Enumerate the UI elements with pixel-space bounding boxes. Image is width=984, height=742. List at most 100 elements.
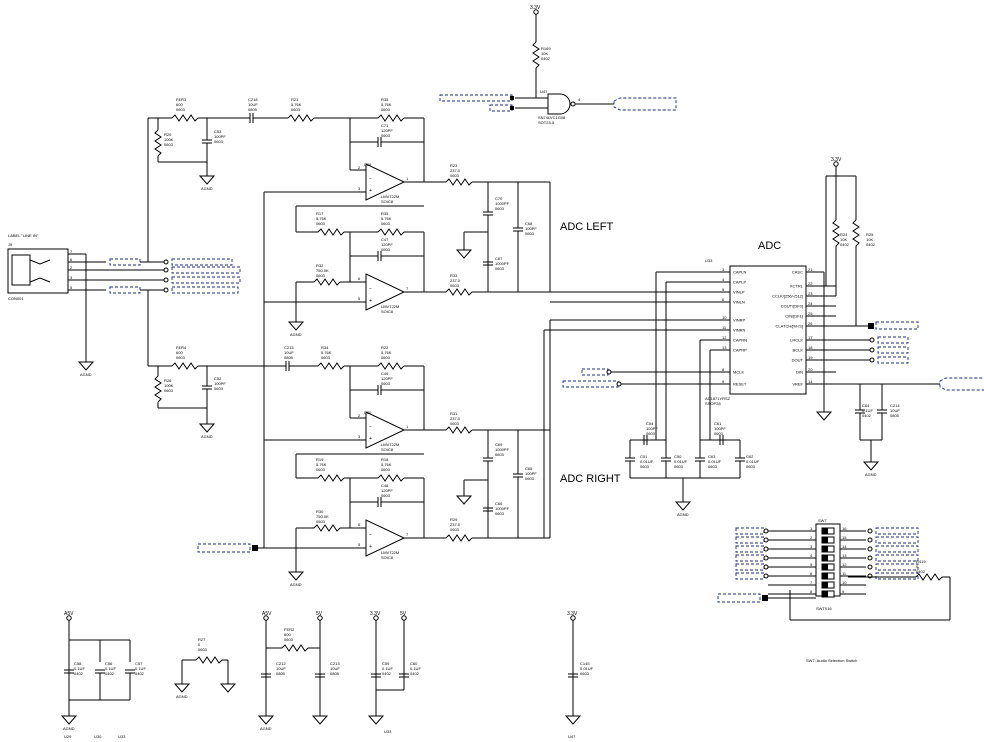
sw7-net-right: [875, 572, 919, 580]
svg-text:U33: U33: [384, 729, 392, 734]
svg-text:0603: 0603: [714, 431, 724, 436]
svg-text:100PF: 100PF: [525, 471, 537, 476]
svg-text:0603: 0603: [176, 107, 186, 112]
sw7-pin-num: 9: [842, 589, 845, 594]
svg-text:120PF: 120PF: [381, 376, 393, 381]
svg-text:+: +: [369, 436, 372, 442]
svg-text:100PF: 100PF: [714, 426, 726, 431]
svg-text:5.76K: 5.76K: [381, 216, 392, 221]
svg-text:+: +: [369, 298, 372, 304]
sw7-toggle-knob: [822, 582, 828, 588]
adc-left-title: ADC LEFT: [560, 221, 613, 233]
svg-text:1000PF: 1000PF: [495, 447, 510, 452]
adc-chip-body: [729, 265, 807, 395]
svg-text:U30: U30: [364, 410, 372, 415]
sw7-net-left: [735, 563, 765, 571]
svg-text:R35: R35: [381, 97, 389, 102]
adc-pin-xctrl: XCTRL: [790, 284, 804, 289]
svg-text:0: 0: [916, 564, 919, 569]
opamp-u29b: R17 5.76K 0603 R35 5.76K 0603 C47 120PF …: [264, 205, 550, 337]
sw7-caption: SW7: Audio Selection Switch: [806, 658, 857, 663]
svg-text:AGND: AGND: [290, 332, 302, 337]
svg-text:0603: 0603: [321, 355, 331, 360]
svg-text:AGND: AGND: [80, 372, 92, 377]
svg-text:C61: C61: [714, 421, 722, 426]
adc-pin-caplp: CAPLP: [733, 280, 746, 285]
svg-text:LMV722M: LMV722M: [381, 550, 399, 555]
svg-text:C66: C66: [495, 501, 503, 506]
svg-text:1000PF: 1000PF: [495, 506, 510, 511]
sw7-pin-num: 16: [842, 526, 847, 531]
r169-pkg: 0402: [541, 56, 551, 61]
svg-text:SOIC8: SOIC8: [381, 555, 394, 560]
adc-pin-num: 20: [808, 367, 813, 372]
svg-text:C215: C215: [284, 345, 294, 350]
svg-text:0.01UF: 0.01UF: [640, 459, 654, 464]
adc-left-pins: CAPLN3CAPLP4VINLP5VINLN6VINRP10VINRN11CA…: [722, 267, 747, 387]
svg-text:237.0: 237.0: [450, 278, 461, 283]
svg-text:7: 7: [70, 249, 73, 254]
svg-text:0603: 0603: [381, 467, 391, 472]
r169-val: 10K: [541, 51, 548, 56]
sw7-toggle-knob: [822, 564, 828, 570]
svg-text:3.3V: 3.3V: [370, 611, 381, 617]
svg-text:1000PF: 1000PF: [495, 201, 510, 206]
svg-text:SOIC8: SOIC8: [381, 199, 394, 204]
svg-text:R32: R32: [316, 263, 324, 268]
adc-pin-vinrp: VINRP: [733, 318, 746, 323]
svg-text:C67: C67: [495, 256, 503, 261]
adc-pin-reset: RESET: [733, 382, 747, 387]
svg-text:C69: C69: [495, 442, 503, 447]
adc-pin-num: 26: [808, 321, 813, 326]
svg-text:C49: C49: [381, 371, 389, 376]
svg-text:0603: 0603: [525, 231, 535, 236]
svg-text:5.76K: 5.76K: [316, 216, 327, 221]
svg-text:0.1UF: 0.1UF: [135, 666, 146, 671]
svg-text:U29: U29: [364, 162, 372, 167]
svg-text:0603: 0603: [708, 464, 718, 469]
svg-text:5V: 5V: [400, 611, 407, 617]
svg-text:C59: C59: [382, 661, 390, 666]
adc-pin-num: 8: [722, 367, 725, 372]
svg-text:0603: 0603: [646, 431, 656, 436]
adc-pin-num: 12: [722, 335, 727, 340]
svg-text:2: 2: [70, 265, 73, 270]
svg-text:0603: 0603: [381, 221, 391, 226]
svg-text:0603: 0603: [316, 467, 326, 472]
sw7-net-right: [875, 545, 919, 553]
adc-pin-num: 18: [808, 345, 813, 350]
adc-right-title: ADC RIGHT: [560, 473, 621, 485]
opamp-u30a: − + U30 LMV722M SOIC8 231 R31 237.0 0603: [264, 410, 551, 538]
svg-text:C47: C47: [381, 237, 389, 242]
netlabel-audio-reset-out: [613, 97, 677, 111]
svg-text:10UF: 10UF: [248, 102, 258, 107]
sw7-pin-num: 2: [810, 535, 813, 540]
svg-text:C64: C64: [862, 403, 870, 408]
svg-text:0603: 0603: [495, 511, 505, 516]
svg-text:2: 2: [358, 413, 361, 418]
svg-text:SOIC8: SOIC8: [381, 447, 394, 452]
svg-text:1000PF: 1000PF: [495, 261, 510, 266]
adc-pin-num: 17: [808, 335, 813, 340]
svg-text:0603: 0603: [214, 386, 224, 391]
svg-text:0603: 0603: [291, 107, 301, 112]
svg-text:C60: C60: [410, 661, 418, 666]
svg-text:C212: C212: [276, 661, 286, 666]
adc-pin-num: 11: [722, 325, 727, 330]
sw7-net-left: [735, 554, 765, 562]
svg-text:U29: U29: [64, 734, 72, 739]
svg-text:0402: 0402: [862, 413, 872, 418]
svg-text:5: 5: [358, 542, 361, 547]
right-input-stage: FER4 600 0603 C215 10UF 0805 R34 5.76K 0…: [148, 345, 425, 439]
svg-text:SOIC8: SOIC8: [381, 309, 394, 314]
adc-pin-caprn: CAPRN: [733, 338, 747, 343]
adc-pin-vinlp: VINLP: [733, 290, 745, 295]
pwr-label-3v3-top: 3.3V: [530, 5, 541, 11]
svg-text:0402: 0402: [840, 242, 850, 247]
svg-text:AD1871YRSZ: AD1871YRSZ: [705, 396, 731, 401]
svg-text:0.1UF: 0.1UF: [862, 408, 873, 413]
adc-pin-num: 5: [722, 287, 725, 292]
svg-text:600: 600: [176, 350, 183, 355]
svg-text:R23: R23: [450, 163, 458, 168]
